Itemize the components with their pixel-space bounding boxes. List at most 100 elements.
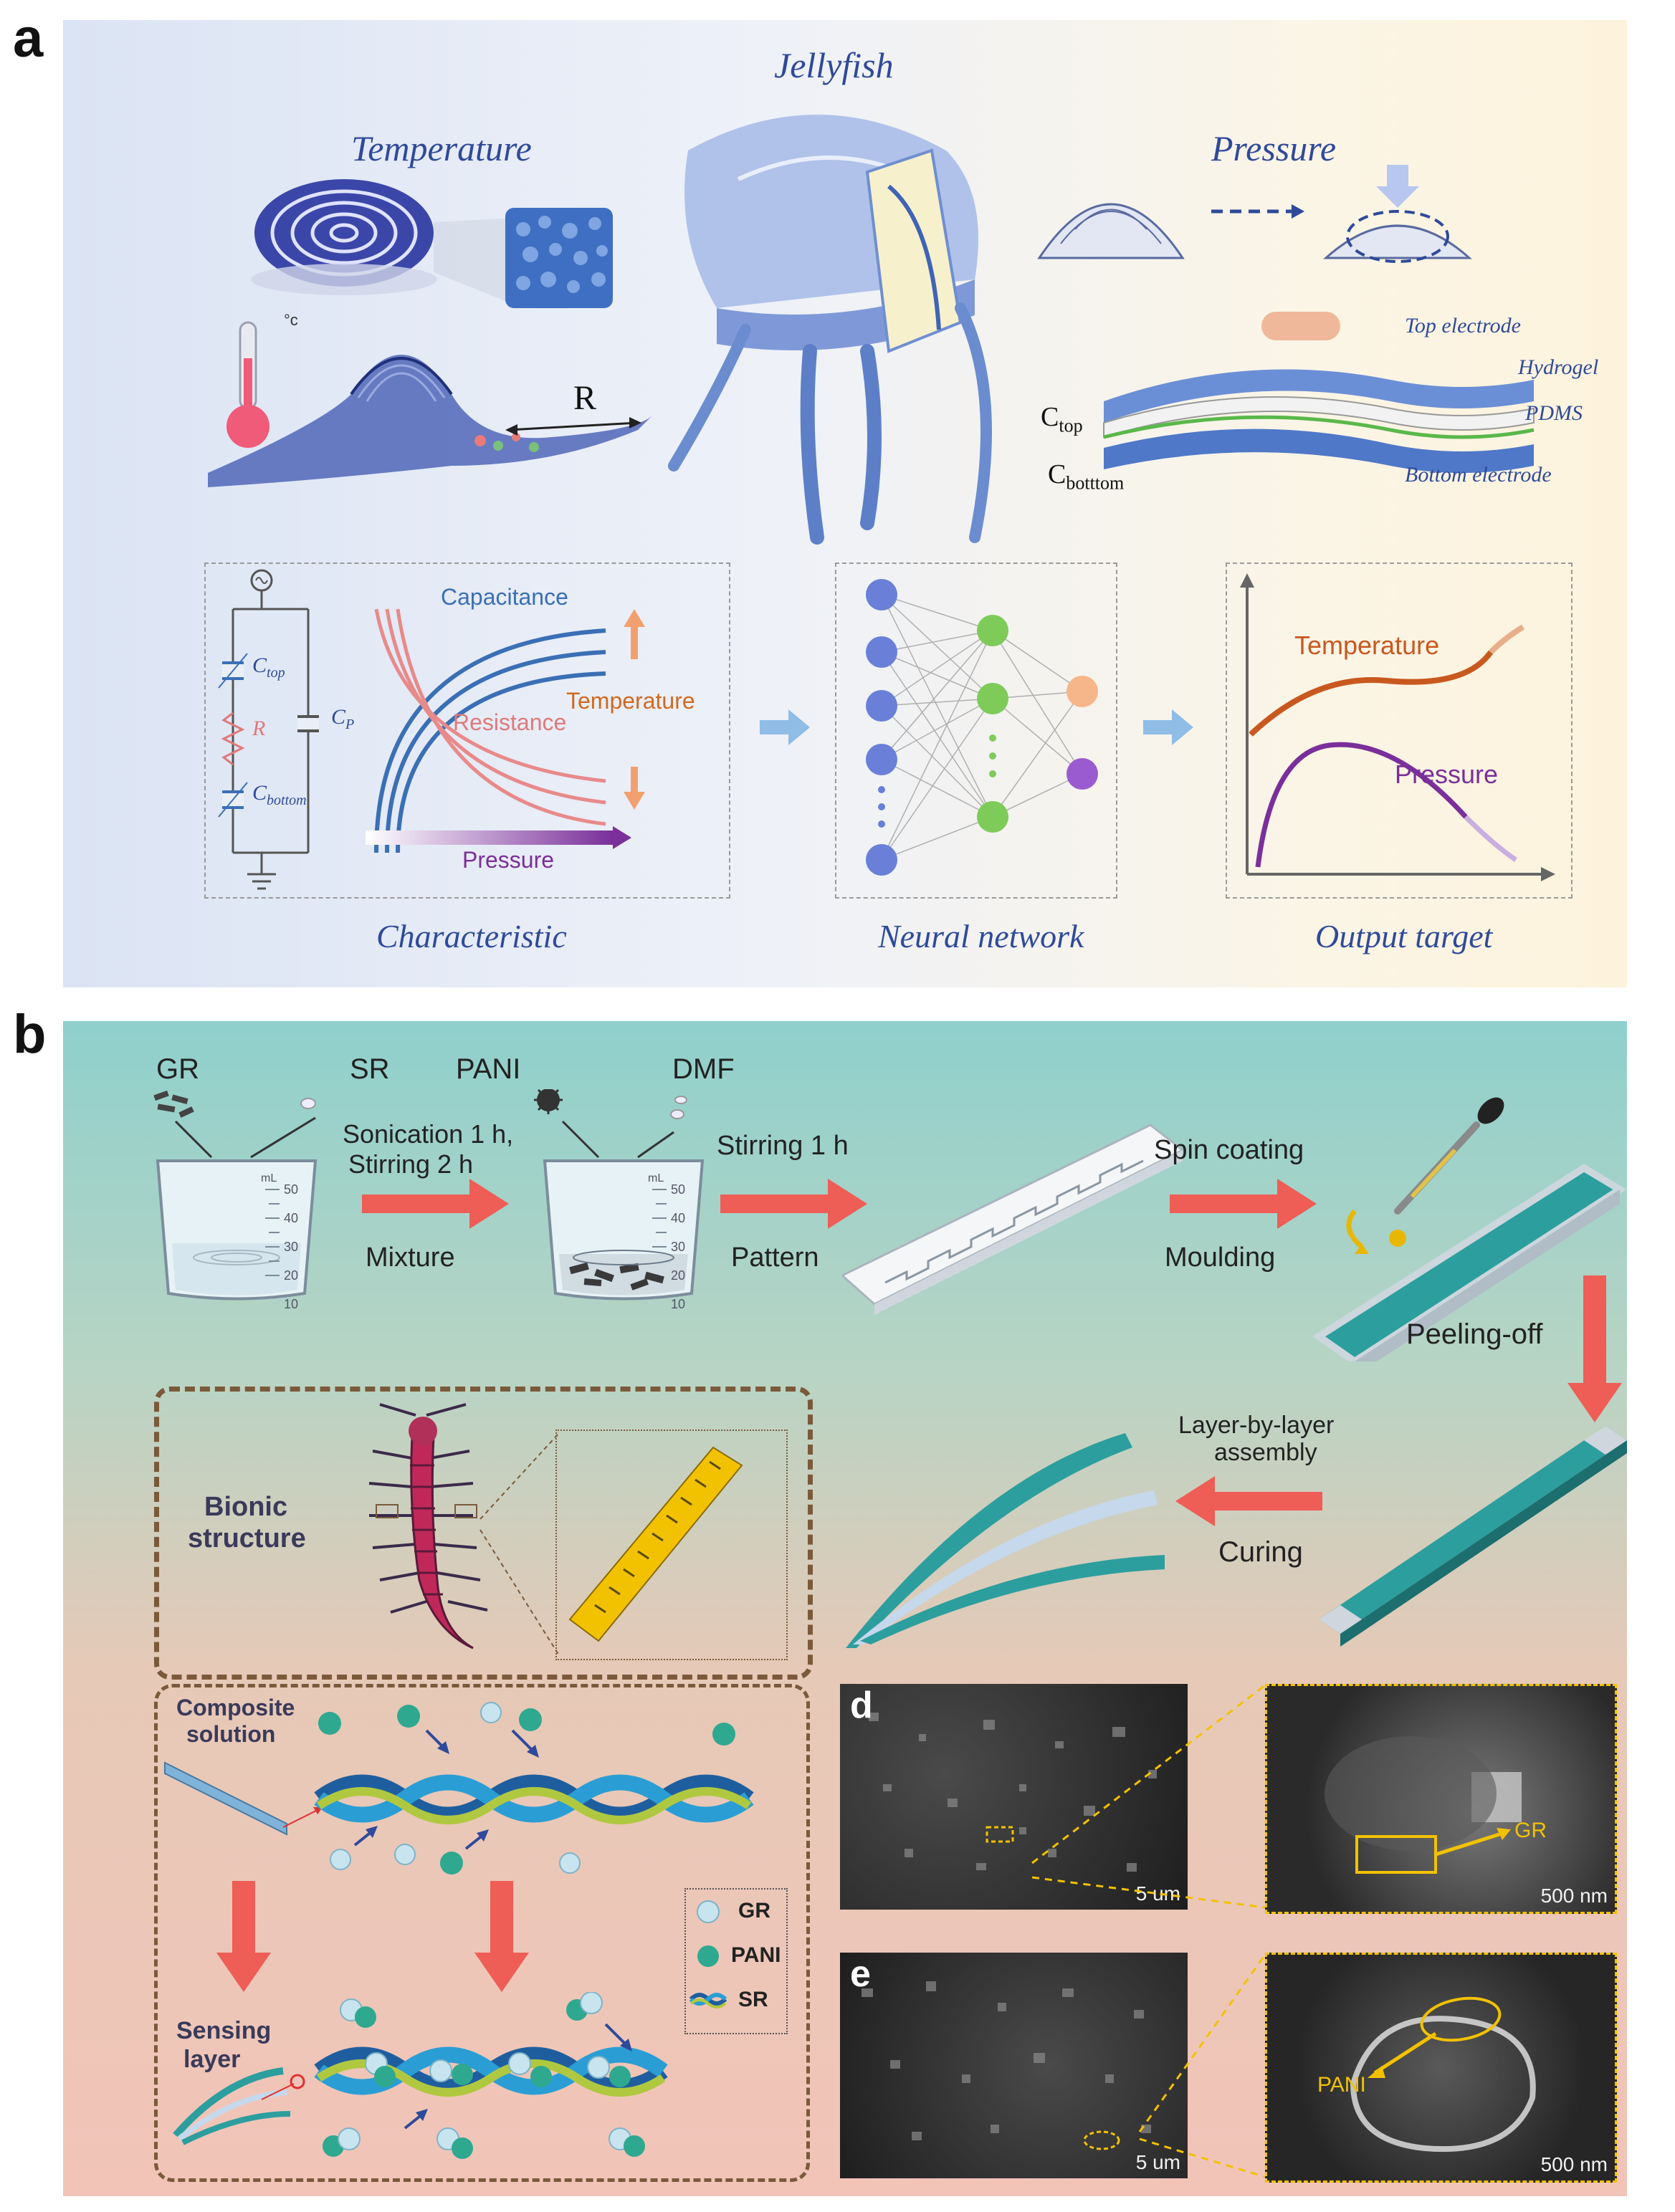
arrow-down-left: [216, 1881, 271, 1992]
step3-below: Moulding: [1165, 1243, 1276, 1273]
beaker-1-mark-50: 50: [284, 1182, 299, 1197]
c-top-sub: top: [1059, 415, 1083, 436]
sem-e-high-scale: 500 nm: [1540, 2153, 1608, 2175]
curve-label-temperature: Temperature: [566, 688, 695, 714]
sem-e-scale: 5 um: [1135, 2151, 1180, 2173]
flow-arrow-1: [760, 709, 810, 745]
beaker-2-mark-40: 40: [671, 1211, 686, 1225]
pani-particle-icon: [534, 1089, 563, 1114]
sensor-dome: [208, 355, 652, 487]
sem-d-label: d: [850, 1685, 873, 1726]
composite-line2: solution: [186, 1721, 276, 1747]
beaker-2-mark-10: 10: [671, 1297, 686, 1311]
assembled-layers: [846, 1433, 1165, 1648]
degree-mark: °c: [284, 311, 298, 329]
composite-solution-illustration: [164, 1702, 754, 1875]
beaker-1-mark-10: 10: [284, 1297, 299, 1311]
title-pressure: Pressure: [1211, 128, 1337, 168]
legend-sr: SR: [738, 1988, 768, 2011]
jellyfish-illustration: [668, 115, 992, 545]
thermometer-icon: [226, 321, 269, 448]
sem-d-scale: 5 um: [1135, 1882, 1180, 1905]
sem-e-texture: [862, 1981, 1151, 2150]
caption-output-target: Output target: [1315, 918, 1493, 954]
panel-a: a Temperature Jellyfish Pressure: [0, 0, 1675, 1003]
pattern-mould: [842, 1124, 1185, 1315]
sem-d-texture: [869, 1713, 1157, 1872]
circuit-label-c-p: CP: [331, 705, 354, 733]
dome-compressed: [1323, 165, 1472, 263]
beaker-2: [534, 1089, 705, 1301]
output-label-temperature: Temperature: [1294, 631, 1440, 660]
output-label-pressure: Pressure: [1395, 760, 1499, 789]
material-dmf: DMF: [672, 1053, 735, 1085]
centipede-illustration: [368, 1403, 488, 1650]
step1-line1: Sonication 1 h,: [343, 1119, 514, 1149]
foam-block: [505, 208, 613, 308]
label-layer-line2: assembly: [1214, 1439, 1317, 1466]
graphene-flakes-icon: [153, 1090, 194, 1118]
circuit-c-bottom-letter: C: [252, 781, 267, 805]
beaker-2-unit: mL: [648, 1172, 664, 1184]
beaker-1-unit: mL: [261, 1172, 277, 1184]
title-jellyfish: Jellyfish: [774, 45, 894, 85]
step2-above: Stirring 1 h: [717, 1131, 849, 1161]
sem-zoom-lines: [1031, 1684, 1266, 2178]
arrow-peeling-off: [1567, 1275, 1622, 1422]
finger-icon: [1261, 312, 1340, 340]
composite-line1: Composite: [176, 1695, 295, 1720]
material-gr: GR: [156, 1053, 199, 1085]
label-peeling-off: Peeling-off: [1406, 1318, 1543, 1350]
beaker-2-mark-30: 30: [671, 1240, 686, 1254]
sem-e-high-texture: [1350, 1996, 1536, 2153]
step1-below: Mixture: [366, 1243, 455, 1273]
step2-below: Pattern: [731, 1243, 819, 1273]
arrow-down-center: [474, 1881, 529, 1992]
temperature-illustration: [208, 179, 652, 487]
step1-line2: Stirring 2 h: [348, 1149, 474, 1179]
arrow-step-3: [1170, 1179, 1317, 1229]
neural-network-box: [835, 562, 1117, 899]
peeled-strip: [1319, 1426, 1627, 1647]
circuit-c-top-sub: top: [267, 665, 285, 681]
material-sr: SR: [350, 1053, 390, 1085]
sem-gr-callout: GR: [1514, 1819, 1547, 1842]
caption-characteristic: Characteristic: [376, 918, 567, 954]
sensing-line2: layer: [183, 2046, 241, 2073]
curve-label-capacitance: Capacitance: [441, 584, 568, 610]
dropper-icon: [1394, 1097, 1504, 1215]
legend-gr: GR: [738, 1899, 770, 1923]
bionic-line2: structure: [188, 1523, 306, 1553]
beaker-2-mark-50: 50: [671, 1182, 686, 1197]
beaker-1-mark-20: 20: [284, 1268, 299, 1283]
legend-box: [684, 1888, 788, 2034]
curve-label-resistance: Resistance: [453, 709, 567, 735]
legend-pani: PANI: [731, 1943, 781, 1967]
circuit-c-top-letter: C: [252, 653, 267, 677]
circuit-c-bottom-sub: bottom: [267, 793, 307, 808]
c-top-letter: C: [1041, 402, 1059, 432]
composite-sensing-box: [154, 1684, 810, 2182]
characteristic-curves: [374, 608, 645, 853]
panel-a-letter: a: [13, 8, 44, 69]
flow-arrow-2: [1143, 709, 1193, 745]
ruler-inset-box: [555, 1430, 788, 1660]
circuit-label-c-top: Ctop: [252, 653, 285, 681]
label-r-distance: R: [573, 379, 597, 417]
pressure-arrow-head: [613, 826, 631, 849]
label-bottom-electrode: Bottom electrode: [1405, 463, 1552, 487]
arrow-step-2: [720, 1179, 867, 1229]
layered-stack: [1103, 369, 1535, 473]
beaker-1-mark-30: 30: [284, 1240, 299, 1254]
sem-d-high-texture: [1325, 1736, 1522, 1874]
bionic-line1: Bionic: [204, 1492, 288, 1522]
label-curing: Curing: [1218, 1536, 1303, 1568]
arrow-step-1: [362, 1179, 509, 1229]
circuit-c-p-letter: C: [331, 705, 346, 729]
beaker-1: [153, 1090, 318, 1301]
sem-image-d-high: GR 500 nm: [1265, 1684, 1617, 1914]
label-top-electrode: Top electrode: [1405, 314, 1521, 337]
circuit-label-r: R: [252, 717, 266, 740]
neural-network-diagram: [866, 579, 1098, 876]
sem-image-d-low: d 5 um: [840, 1684, 1188, 1910]
